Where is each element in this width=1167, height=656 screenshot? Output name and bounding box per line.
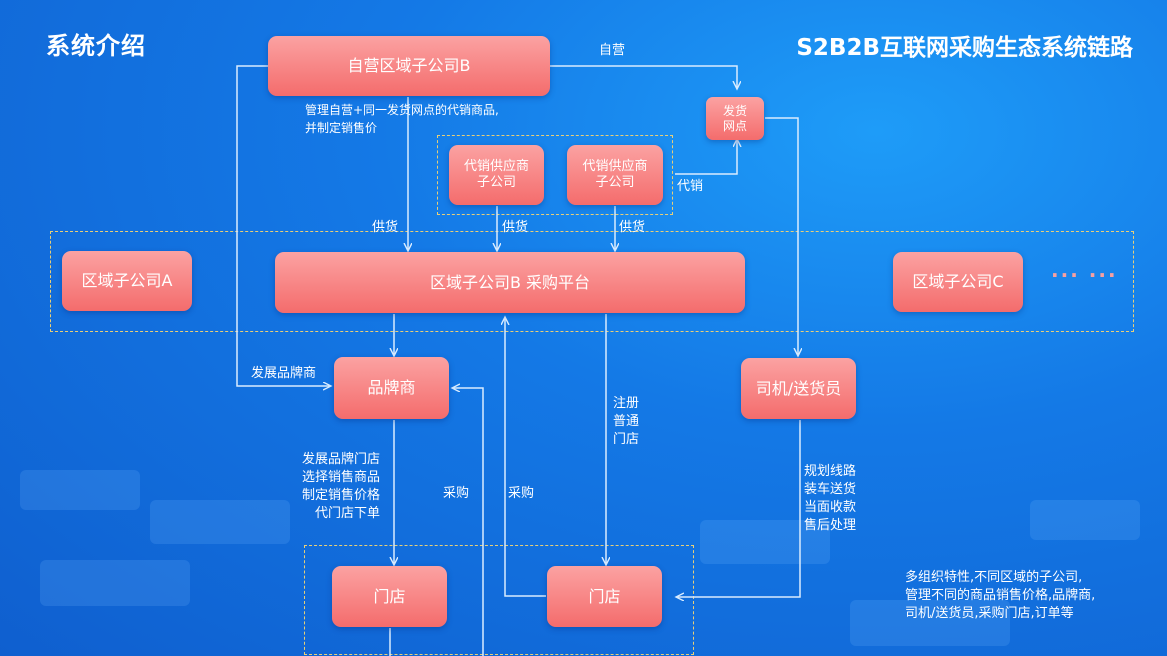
register-line: 门店 <box>613 432 640 447</box>
purchase-label-2: 采购 <box>508 486 535 501</box>
brand-owner-node: 品牌商 <box>334 357 449 419</box>
note-line: 司机/送货员,采购门店,订单等 <box>905 606 1074 621</box>
driver-action-line: 当面收款 <box>804 500 857 515</box>
bg-tile <box>700 520 830 564</box>
driver-actions-label: 规划线路 装车送货 当面收款 售后处理 <box>804 463 856 535</box>
node-label: 自营区域子公司B <box>347 56 471 75</box>
bg-tile <box>40 560 190 606</box>
store-group-frame <box>304 545 694 655</box>
bg-tile <box>850 600 1010 646</box>
node-label: 门店 <box>373 586 406 606</box>
self-operated-label: 自营 <box>599 43 626 58</box>
region-group-frame <box>50 231 1134 332</box>
register-store-label: 注册 普通 门店 <box>613 395 639 449</box>
supply-label-1: 供货 <box>372 220 399 235</box>
consignment-label: 代销 <box>677 179 704 194</box>
node-label: 区域子公司A <box>81 271 173 290</box>
diagram-title: S2B2B互联网采购生态系统链路 <box>796 35 1133 61</box>
node-label: 发货 <box>722 103 747 118</box>
develop-brand-label: 发展品牌商 <box>251 366 317 381</box>
page-title: 系统介绍 <box>46 32 146 60</box>
node-label: 子公司 <box>595 175 635 190</box>
manage-note-line-1: 管理自营+同一发货网点的代销商品, <box>305 103 499 117</box>
self-operated-subsidiary-b-node: 自营区域子公司B <box>268 36 550 96</box>
more-regions-ellipsis: ··· ··· <box>1051 263 1118 287</box>
purchase-platform-b-node: 区域子公司B 采购平台 <box>275 252 745 313</box>
node-label: 区域子公司C <box>912 272 1004 291</box>
supply-label-2: 供货 <box>502 220 529 235</box>
node-label: 门店 <box>588 586 621 606</box>
node-label: 代销供应商 <box>463 158 529 174</box>
manage-note-line-2: 并制定销售价 <box>305 121 378 135</box>
bg-tile <box>150 500 290 544</box>
driver-action-line: 规划线路 <box>804 464 857 479</box>
store-node-left: 门店 <box>332 566 447 627</box>
bg-tile <box>1030 500 1140 540</box>
supply-label-3: 供货 <box>619 220 646 235</box>
driver-action-line: 售后处理 <box>804 518 857 533</box>
purchase-label-1: 采购 <box>443 486 470 501</box>
regional-subsidiary-a-node: 区域子公司A <box>62 251 192 311</box>
consignment-supplier-node-1: 代销供应商 子公司 <box>449 145 544 205</box>
node-label: 区域子公司B 采购平台 <box>429 272 591 292</box>
node-label: 品牌商 <box>367 378 416 397</box>
brand-action-line: 发展品牌门店 <box>301 452 380 467</box>
node-label: 代销供应商 <box>582 158 648 174</box>
node-label: 网点 <box>722 118 747 133</box>
node-label: 司机/送货员 <box>755 378 842 398</box>
register-line: 注册 <box>613 396 640 411</box>
note-line: 多组织特性,不同区域的子公司, <box>905 570 1083 585</box>
note-line: 管理不同的商品销售价格,品牌商, <box>905 588 1096 603</box>
driver-courier-node: 司机/送货员 <box>741 358 856 419</box>
bg-tile <box>20 470 140 510</box>
brand-action-line: 选择销售商品 <box>301 470 380 485</box>
node-label: 子公司 <box>476 175 516 190</box>
delivery-point-node: 发货 网点 <box>706 97 764 140</box>
register-line: 普通 <box>613 414 640 429</box>
store-node-right: 门店 <box>547 566 662 627</box>
consignment-supplier-node-2: 代销供应商 子公司 <box>567 145 663 205</box>
brand-actions-label: 发展品牌门店 选择销售商品 制定销售价格 代门店下单 <box>290 451 380 523</box>
multi-org-note: 多组织特性,不同区域的子公司, 管理不同的商品销售价格,品牌商, 司机/送货员,… <box>905 569 1095 623</box>
consign-group-frame <box>437 135 673 215</box>
driver-action-line: 装车送货 <box>804 482 857 497</box>
brand-action-line: 代门店下单 <box>314 506 380 521</box>
brand-action-line: 制定销售价格 <box>301 488 380 503</box>
regional-subsidiary-c-node: 区域子公司C <box>893 252 1023 312</box>
